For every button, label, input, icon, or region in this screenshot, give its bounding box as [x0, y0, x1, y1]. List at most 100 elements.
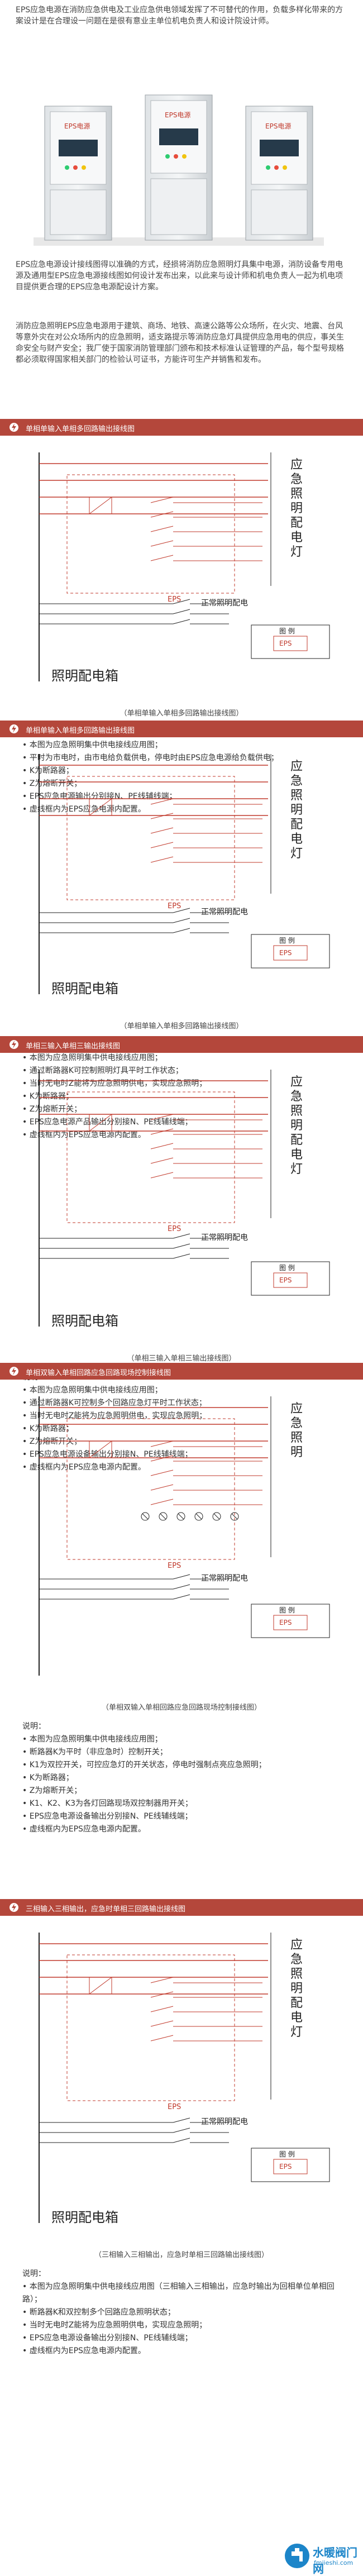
eps-cabinets-illustration: EPS电源 EPS电源 EPS电源 [34, 94, 324, 246]
note-item: • 当时无电时Z能将为应急照明供电，实现应急照明； [22, 2321, 207, 2330]
site-logo: 水暖阀门网 fmjieshi.com [283, 2540, 360, 2575]
note-item: • 当时无电时Z能将为应急照明供电，实现应急照明； [22, 1411, 207, 1420]
notes-block: 说明：• 本图为应急照明集中供电接线应用图；• 平时为市电时，由市电给负载供电，… [22, 726, 352, 816]
legend-title: 图 例 [279, 2150, 295, 2158]
wiring-diagram [39, 754, 330, 994]
eps-label: EPS [168, 1225, 182, 1233]
note-item: • 虚线框内为EPS应急电源内配置。 [22, 1130, 146, 1139]
note-item: • 虚线框内为EPS应急电源内配置。 [22, 2346, 146, 2355]
eps-label: EPS [168, 1562, 182, 1570]
faucet-icon [285, 2544, 309, 2568]
legend-eps-text: EPS [279, 949, 292, 957]
note-item: • 通过断路器K可控制照明灯具平时工作状态； [22, 1066, 183, 1075]
note-item: • Z为熔断开关； [22, 1437, 82, 1446]
note-item: • 虚线框内为EPS应急电源内配置。 [22, 1463, 146, 1472]
side-vertical-label: 应急照明 [290, 1402, 303, 1459]
side-vertical-label: 应急照明配电灯 [290, 458, 303, 559]
note-item: • 本图为应急照明集中供电接线应用图（三相输入三相输出，应急时输出为回相单位单相… [22, 2282, 335, 2304]
eps-label: EPS [168, 902, 182, 910]
eps-cabinet: EPS电源 [145, 94, 213, 241]
section-header-bar: 单相单输入单相多回路输出接线图 [0, 721, 363, 737]
side-vertical-label: 应急照明配电灯 [290, 760, 303, 861]
normal-lighting-label: 正常照明配电 [201, 599, 248, 608]
diagram-caption: （单相单输入单相多回路输出接线图） [120, 709, 243, 718]
side-vertical-label: 应急照明配电灯 [290, 1938, 303, 2039]
section-title: 三相输入三相输出，应急时单相三回路输出接线图 [26, 1905, 186, 1914]
wiring-diagram [39, 452, 330, 681]
section-title: 单相三输入单相三输出接线图 [26, 1042, 121, 1051]
bolt-icon [9, 1367, 18, 1376]
eps-label: EPS [168, 595, 182, 604]
diagram-caption: （单相双输入单相回路应急回路现场控制接线图） [101, 1704, 261, 1712]
notes-block: 说明：• 本图为应急照明集中供电接线应用图；• 通过断路器K可控制照明灯具平时工… [22, 1039, 352, 1142]
wiring-diagram [39, 1933, 330, 2223]
panel-label: 照明配电箱 [51, 2210, 118, 2225]
wiring-diagram [39, 1070, 330, 1327]
bolt-icon [9, 423, 18, 432]
note-item: • EPS应急电源设备输出分别接N、PE线辅线端； [22, 1450, 193, 1459]
section-header-bar: 三相输入三相输出，应急时单相三回路输出接线图 [0, 1899, 363, 1916]
note-item: • K为断路器； [22, 766, 74, 775]
logo-url: fmjieshi.com [314, 2559, 354, 2567]
note-item: • Z为熔断开关； [22, 1786, 82, 1795]
normal-lighting-label: 正常照明配电 [201, 2117, 248, 2126]
notes-title: 说明： [22, 2269, 46, 2278]
note-item: • EPS应急电源设备输出分别接N、PE线辅线端； [22, 2334, 193, 2343]
legend-title: 图 例 [279, 937, 295, 944]
section-header-bar: 单相双输入单相回路应急回路现场控制接线图 [0, 1363, 363, 1380]
note-item: • 断路器K为平时（非应急时）控制开关； [22, 1748, 168, 1757]
eps-cabinet: EPS电源 [44, 106, 112, 241]
legend-title: 图 例 [279, 627, 295, 635]
intro-paragraph-1: EPS应急电源在消防应急供电及工业应急供电领域发挥了不可替代的作用，负载多样化带… [16, 6, 343, 26]
notes-block: 说明：• 本图为应急照明集中供电接线应用图；• 通过断路器K可控制多个回路应急灯… [22, 1371, 352, 1474]
section-title: 单相单输入单相多回路输出接线图 [26, 425, 135, 433]
normal-lighting-label: 正常照明配电 [201, 1233, 248, 1242]
intro-paragraph-3: 消防应急照明EPS应急电源用于建筑、商场、地铁、高速公路等公众场所，在火灾、地震… [16, 322, 344, 364]
wiring-diagram [39, 1396, 330, 1676]
section-header-bar: 单相单输入单相多回路输出接线图 [0, 419, 363, 436]
note-item: • 虚线框内为EPS应急电源内配置。 [22, 805, 146, 814]
normal-lighting-label: 正常照明配电 [201, 908, 248, 917]
normal-lighting-label: 正常照明配电 [201, 1574, 248, 1583]
logo-text: 水暖阀门网 [313, 2546, 357, 2575]
note-item: • 本图为应急照明集中供电接线应用图； [22, 1053, 163, 1062]
notes-title: 说明： [22, 1722, 46, 1731]
cabinet-brand: EPS电源 [265, 122, 291, 130]
note-item: • K为断路器； [22, 1773, 74, 1782]
note-item: • K为断路器； [22, 1424, 74, 1433]
notes-block: 说明： • 本图为应急照明集中供电接线应用图； • 断路器K为平时（非应急时）控制开… [22, 1720, 352, 1836]
note-item: • EPS应急电源设备输出分别接N、PE线辅线端； [22, 1812, 193, 1821]
note-item: • 断路器K和双控制多个回路应急照明状态； [22, 2308, 175, 2317]
diagram-caption: （三相输入三相输出，应急时单相三回路输出接线图） [94, 2251, 269, 2259]
note-item: • 本图为应急照明集中供电接线应用图； [22, 1735, 163, 1744]
note-item: • Z为熔断开关； [22, 779, 82, 788]
note-item: • K1、K2、K3为各灯回路现场双控制器用开关； [22, 1799, 193, 1808]
note-item: • 当时无电时Z能将为应急照明供电，实现应急照明； [22, 1079, 207, 1088]
note-item: • 虚线框内为EPS应急电源内配置。 [22, 1825, 146, 1834]
panel-label: 照明配电箱 [51, 981, 118, 996]
section-title: 单相单输入单相多回路输出接线图 [26, 727, 135, 735]
cabinet-brand: EPS电源 [165, 111, 190, 119]
panel-label: 照明配电箱 [51, 668, 118, 684]
section-title: 单相双输入单相回路应急回路现场控制接线图 [26, 1369, 171, 1377]
diagram-caption: （单相单输入单相多回路输出接线图） [120, 1022, 243, 1031]
section-header-bar: 单相三输入单相三输出接线图 [0, 1036, 363, 1053]
note-item: • 本图为应急照明集中供电接线应用图； [22, 741, 163, 750]
panel-label: 照明配电箱 [51, 1313, 118, 1329]
side-vertical-label: 应急照明配电灯 [290, 1075, 303, 1176]
note-item: • K为断路器； [22, 1092, 74, 1101]
intro-paragraph-2: EPS应急电源设计接线图得以准确的方式，经损将消防应急照明灯具集中电源，消防设备… [16, 260, 343, 292]
legend-eps-text: EPS [279, 640, 292, 647]
legend-title: 图 例 [279, 1606, 295, 1614]
notes-block: 说明： • 本图为应急照明集中供电接线应用图（三相输入三相输出，应急时输出为回相单… [22, 2268, 352, 2358]
legend-eps-text: EPS [279, 1619, 292, 1626]
legend-title: 图 例 [279, 1264, 295, 1272]
note-item: • Z为熔断开关； [22, 1105, 82, 1114]
eps-cabinet: EPS电源 [245, 106, 313, 241]
note-item: • 本图为应急照明集中供电接线应用图； [22, 1386, 163, 1395]
bolt-icon [9, 1040, 18, 1049]
note-item: • 平时为市电时，由市电给负载供电，停电时由EPS应急电源给负载供电； [22, 753, 279, 762]
bolt-icon [9, 724, 18, 733]
note-item: • 通过断路器K可控制多个回路应急灯平时工作状态； [22, 1399, 207, 1408]
